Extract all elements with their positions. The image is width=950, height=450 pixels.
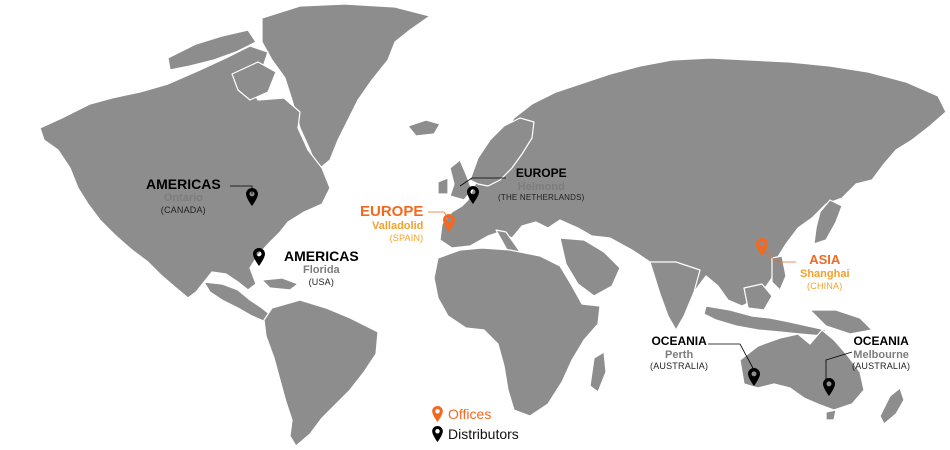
- leader-line-helmond: [459, 177, 506, 187]
- location-label-florida: AMERICAS Florida (USA): [284, 248, 359, 287]
- location-label-melbourne: OCEANIA Melbourne (AUSTRALIA): [852, 334, 911, 372]
- map-pin-icon[interactable]: [253, 248, 265, 266]
- legend-label-distributors: Distributors: [448, 426, 519, 442]
- landmass-new-zealand: [879, 387, 905, 425]
- city-label: Melbourne: [853, 348, 909, 361]
- legend-item-distributors: Distributors: [432, 424, 519, 444]
- country-label: (CANADA): [160, 204, 206, 215]
- country-label: (CHINA): [807, 280, 843, 291]
- city-label: Perth: [665, 348, 694, 361]
- city-label: Helmond: [517, 180, 565, 193]
- landmass-ireland: [437, 177, 449, 195]
- legend-label-offices: Offices: [448, 406, 492, 422]
- region-label: EUROPE: [360, 203, 424, 220]
- landmass-tasmania: [825, 409, 837, 421]
- map-pin-icon: [432, 426, 443, 442]
- landmass-philippines: [771, 255, 787, 291]
- map-pin-icon: [432, 406, 443, 422]
- region-label: AMERICAS: [146, 176, 221, 192]
- location-label-perth: OCEANIA Perth (AUSTRALIA): [650, 334, 709, 372]
- landmass-australia: [739, 329, 865, 411]
- region-label: ASIA: [809, 252, 841, 267]
- landmass-baffin-island: [231, 61, 277, 101]
- landmass-new-guinea: [809, 309, 873, 335]
- landmass-madagascar: [589, 351, 607, 393]
- location-label-ontario: AMERICAS Ontario (CANADA): [146, 176, 221, 215]
- region-label: AMERICAS: [284, 248, 359, 264]
- city-label: Ontario: [163, 192, 203, 205]
- leader-line-perth: [708, 343, 755, 371]
- landmass-india: [649, 261, 701, 331]
- country-label: (AUSTRALIA): [852, 361, 911, 372]
- location-label-shanghai: ASIA Shanghai (CHINA): [800, 252, 850, 291]
- city-label: Valladolid: [372, 220, 424, 233]
- landmass-indonesia: [703, 305, 827, 337]
- landmass-scandinavia: [469, 117, 535, 187]
- legend-item-offices: Offices: [432, 404, 519, 424]
- landmass-north-america: [39, 45, 331, 299]
- city-label: Shanghai: [800, 267, 850, 280]
- location-label-valladolid: EUROPE Valladolid (SPAIN): [360, 203, 423, 243]
- leader-line-melbourne: [825, 351, 853, 384]
- landmass-arctic-islands: [167, 29, 257, 71]
- country-label: (USA): [308, 276, 335, 287]
- landmass-arabia: [559, 237, 621, 297]
- map-legend: Offices Distributors: [432, 404, 519, 444]
- location-label-helmond: EUROPE Helmond (THE NETHERLANDS): [498, 166, 585, 203]
- leader-line-shanghai: [761, 249, 796, 263]
- leader-lines: [230, 177, 853, 384]
- landmass-iceland: [407, 119, 441, 137]
- landmass-africa: [433, 247, 601, 417]
- region-label: EUROPE: [515, 166, 567, 180]
- city-label: Florida: [303, 264, 340, 277]
- landmass-central-america: [203, 281, 273, 323]
- landmass-south-america: [263, 299, 379, 447]
- country-label: (THE NETHERLANDS): [498, 193, 585, 203]
- landmass-caribbean: [261, 277, 299, 291]
- landmass-japan: [813, 199, 843, 245]
- landmass-greenland: [261, 3, 431, 171]
- region-label: OCEANIA: [853, 334, 909, 348]
- region-label: OCEANIA: [651, 334, 707, 348]
- landmass-borneo: [743, 283, 773, 311]
- country-label: (AUSTRALIA): [650, 361, 709, 372]
- country-label: (SPAIN): [389, 232, 424, 243]
- landmass-eurasia: [439, 57, 947, 307]
